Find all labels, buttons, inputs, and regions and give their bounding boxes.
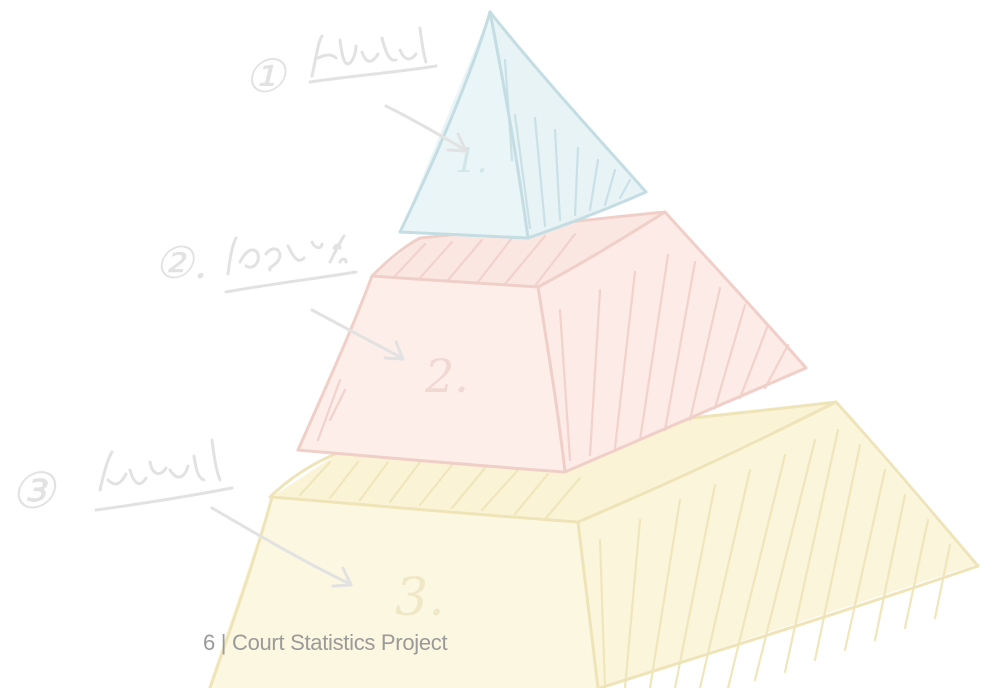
callout-scribble-2: [228, 236, 346, 274]
callout-underline-1: [310, 66, 436, 82]
callout-number-2: ②.: [154, 238, 207, 289]
callout-underline-2: [226, 272, 356, 292]
page-footer: 6 | Court Statistics Project: [203, 630, 447, 656]
tier-number-label-bottom: 3.: [395, 568, 445, 628]
callout-number-1: ①: [244, 49, 288, 103]
tier-number-label-middle: 2.: [424, 349, 469, 403]
callout-number-3: ③: [10, 462, 57, 520]
callout-scribble-3: [100, 440, 220, 490]
callout-tier-1: ①: [244, 28, 466, 151]
pyramid-tier-top: [400, 12, 646, 238]
